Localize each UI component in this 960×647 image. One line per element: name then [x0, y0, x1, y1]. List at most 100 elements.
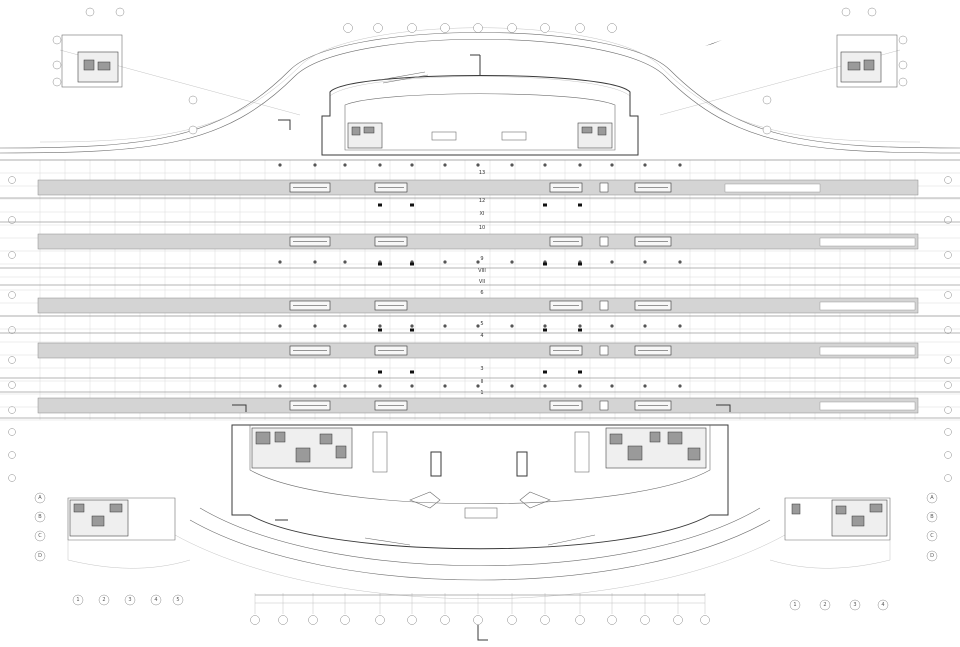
column-square: [410, 203, 414, 207]
track-labels: 13 12 XI 10 9 VIII VII 6 5 4 3 II 1: [478, 170, 486, 396]
platforms: [37, 179, 919, 414]
grid-bubble: [575, 23, 585, 33]
platform: [37, 397, 919, 414]
grid-axis-number: 2: [823, 602, 826, 608]
grid-bubble: [8, 291, 16, 299]
grid-bubble: [375, 615, 385, 625]
column-square: [543, 328, 547, 332]
top-grid-bubbles: [8, 23, 952, 482]
grid-axis-number: 2: [102, 597, 105, 603]
column-dot: [278, 163, 282, 167]
grid-bubble: [8, 326, 16, 334]
column-dot: [343, 260, 347, 264]
column-square: [410, 370, 414, 374]
grid-bubble: [944, 356, 952, 364]
column-dot: [678, 384, 682, 388]
column-dot: [443, 163, 447, 167]
grid-axis-letter: C: [930, 533, 934, 539]
track-label: II: [481, 379, 484, 385]
grid-axis-letter: A: [930, 495, 934, 501]
column-square: [578, 328, 582, 332]
column-dot: [313, 260, 317, 264]
track-label: 10: [479, 225, 485, 231]
grid-bubble: [507, 23, 517, 33]
grid-axis-number: 5: [176, 597, 179, 603]
grid-bubble: [8, 216, 16, 224]
column-dot: [543, 163, 547, 167]
north-arrow-icon: [705, 40, 722, 46]
lower-station-hall: [174, 424, 786, 599]
grid-bubble: [762, 125, 772, 135]
column-dot: [578, 384, 582, 388]
column-dot: [643, 384, 647, 388]
column-square: [578, 203, 582, 207]
column-dot: [643, 260, 647, 264]
grid-bubble: [8, 474, 16, 482]
canopy-end: [724, 183, 821, 193]
column-dot: [678, 324, 682, 328]
grid-bubble: [8, 428, 16, 436]
column-square: [378, 203, 382, 207]
grid-bubble: [407, 615, 417, 625]
grid-bubble: [278, 615, 288, 625]
grid-bubble: [343, 23, 353, 33]
grid-bubble: [8, 356, 16, 364]
column-dot: [476, 384, 480, 388]
grid-axis-number: 3: [853, 602, 856, 608]
grid-bubble: [944, 406, 952, 414]
grid-bubble: [944, 451, 952, 459]
grid-bubble: [340, 615, 350, 625]
grid-bubble: [473, 23, 483, 33]
corner-building-bottom-left: [67, 497, 191, 569]
track-label: 6: [480, 290, 483, 296]
grid-bubble: [8, 251, 16, 259]
section-marker: [232, 119, 731, 641]
column-dot: [343, 384, 347, 388]
column-dot: [343, 324, 347, 328]
column-square: [543, 370, 547, 374]
platform-lift: [599, 182, 609, 193]
column-dot: [443, 324, 447, 328]
column-square: [378, 370, 382, 374]
column-dot: [278, 384, 282, 388]
grid-axis-letter: D: [930, 553, 934, 559]
grid-bubble: [440, 23, 450, 33]
upper-roof-outline: [0, 27, 960, 154]
grid-bubble: [944, 381, 952, 389]
grid-axis-letter: D: [38, 553, 42, 559]
column-dot: [678, 260, 682, 264]
column-dot: [610, 260, 614, 264]
grid-bubble: [440, 615, 450, 625]
grid-bubble: [944, 428, 952, 436]
track-label: VII: [479, 279, 485, 285]
grid-bubble: [308, 615, 318, 625]
grid-bubble: [540, 23, 550, 33]
column-dot: [278, 260, 282, 264]
column-dot: [476, 260, 480, 264]
column-dot: [378, 384, 382, 388]
column-dot: [378, 324, 382, 328]
canopy-end: [819, 301, 916, 311]
corner-building-bottom-right: [769, 497, 891, 569]
column-dot: [443, 384, 447, 388]
column-dot: [410, 163, 414, 167]
canopy-end: [819, 237, 916, 247]
canopy-end: [819, 401, 916, 411]
grid-bubble: [507, 615, 517, 625]
column-square: [378, 262, 382, 266]
column-square: [578, 262, 582, 266]
platform: [37, 179, 919, 196]
platform-lift: [599, 300, 609, 311]
track-label: XI: [480, 211, 485, 217]
column-dot: [643, 163, 647, 167]
column-dot: [578, 324, 582, 328]
column-dot: [678, 163, 682, 167]
grid-bubble: [944, 251, 952, 259]
bottom-grid-bubbles-right: 1 2 3 4 A B C D: [789, 492, 938, 611]
grid-bubble: [700, 615, 710, 625]
column-dot: [510, 260, 514, 264]
column-dot: [543, 324, 547, 328]
column-dot: [610, 384, 614, 388]
grid-bubble: [8, 176, 16, 184]
grid-axis-letter: B: [930, 514, 934, 520]
